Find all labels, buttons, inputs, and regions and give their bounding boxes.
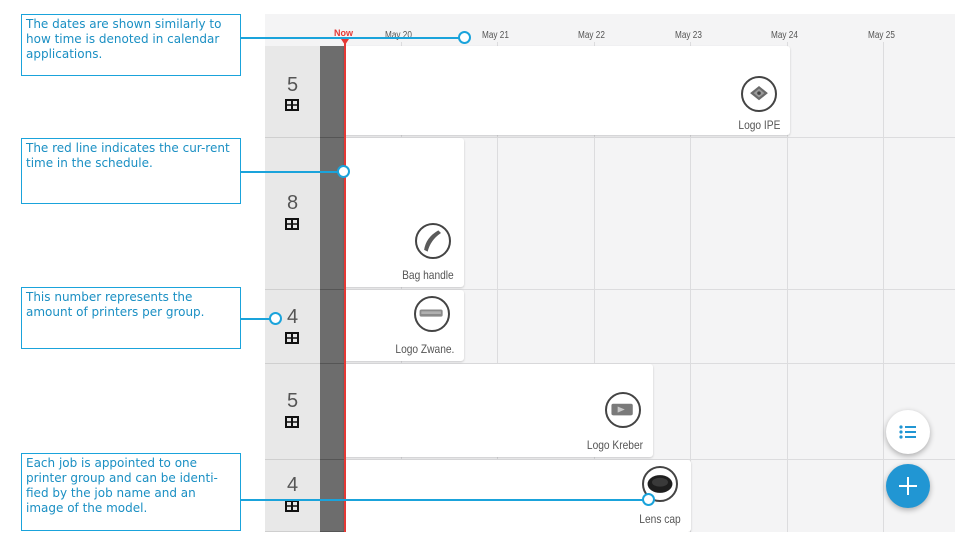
annotation-connector — [241, 37, 464, 39]
annotation-pin — [458, 31, 471, 44]
group-strip — [320, 46, 344, 138]
printer-group-icon — [285, 332, 299, 344]
add-job-button[interactable] — [886, 464, 930, 508]
printer-count: 4 — [286, 306, 299, 328]
annotation-pin — [269, 312, 282, 325]
row-divider — [344, 137, 955, 138]
job-card[interactable]: Logo Zwane. — [344, 290, 464, 361]
schedule-timeline: Now May 20 May 21 May 22 May 23 May 24 M… — [265, 14, 955, 532]
printer-group-icon — [285, 218, 299, 230]
annotation-pin — [337, 165, 350, 178]
printer-group-row: 4 Lens cap — [265, 460, 955, 532]
job-name: Logo IPE — [738, 118, 780, 132]
date-label: May 21 — [482, 30, 509, 41]
printer-group-icon — [285, 416, 299, 428]
annotation-dates: The dates are shown similarly to how tim… — [21, 14, 241, 76]
date-label: May 24 — [771, 30, 798, 41]
printer-count: 8 — [286, 192, 299, 214]
printer-count: 5 — [286, 74, 299, 96]
printer-group-row: 4 Logo Zwane. — [265, 290, 955, 364]
printer-group-row: 5 Logo IPE — [265, 46, 955, 138]
annotation-job: Each job is appointed to one printer gro… — [21, 453, 241, 531]
group-strip — [320, 460, 344, 532]
job-card[interactable]: Bag handle — [344, 138, 464, 287]
row-divider — [344, 363, 955, 364]
job-name: Logo Kreber — [586, 438, 643, 452]
date-label: May 20 — [385, 30, 412, 41]
logo-ipe-model-thumbnail — [741, 76, 777, 112]
printer-group-cell[interactable]: 4 — [265, 290, 320, 364]
printer-group-cell[interactable]: 4 — [265, 460, 320, 532]
grid-line — [883, 42, 884, 532]
date-label: May 25 — [868, 30, 895, 41]
grid-line — [787, 42, 788, 532]
grid-line — [594, 42, 595, 532]
job-card[interactable]: Lens cap — [344, 460, 691, 532]
job-card[interactable]: Logo Kreber — [344, 364, 653, 457]
job-name: Bag handle — [402, 268, 454, 282]
annotation-pin — [642, 493, 655, 506]
annotation-connector — [241, 171, 341, 173]
list-icon — [899, 425, 916, 439]
annotation-current-time: The red line indicates the cur-rent time… — [21, 138, 241, 204]
annotation-connector — [241, 499, 645, 501]
bag-handle-model-thumbnail — [415, 223, 451, 259]
job-name: Logo Zwane. — [395, 342, 454, 356]
grid-line — [401, 42, 402, 532]
date-label: May 23 — [675, 30, 702, 41]
group-strip — [320, 138, 344, 290]
printer-group-cell[interactable]: 5 — [265, 46, 320, 138]
printer-count: 5 — [286, 390, 299, 412]
logo-kreber-model-thumbnail — [605, 392, 641, 428]
group-strip — [320, 290, 344, 364]
printer-group-cell[interactable]: 8 — [265, 138, 320, 290]
printer-group-icon — [285, 99, 299, 111]
row-divider — [344, 289, 955, 290]
printer-group-row: 5 Logo Kreber — [265, 364, 955, 460]
now-label: Now — [334, 28, 353, 38]
logo-zwane-model-thumbnail — [414, 296, 450, 332]
grid-line — [690, 42, 691, 532]
printer-group-cell[interactable]: 5 — [265, 364, 320, 460]
annotation-connector — [241, 318, 271, 320]
printer-count: 4 — [286, 474, 299, 496]
grid-line — [497, 42, 498, 532]
printer-group-icon — [285, 500, 299, 512]
job-list-button[interactable] — [886, 410, 930, 454]
group-strip — [320, 364, 344, 460]
row-divider — [344, 459, 955, 460]
job-name: Lens cap — [639, 512, 681, 526]
current-time-line — [344, 42, 346, 532]
date-label: May 22 — [578, 30, 605, 41]
job-card[interactable]: Logo IPE — [344, 46, 790, 135]
plus-icon — [899, 477, 917, 495]
printer-group-row: 8 Bag handle — [265, 138, 955, 290]
annotation-printer-count: This number represents the amount of pri… — [21, 287, 241, 349]
